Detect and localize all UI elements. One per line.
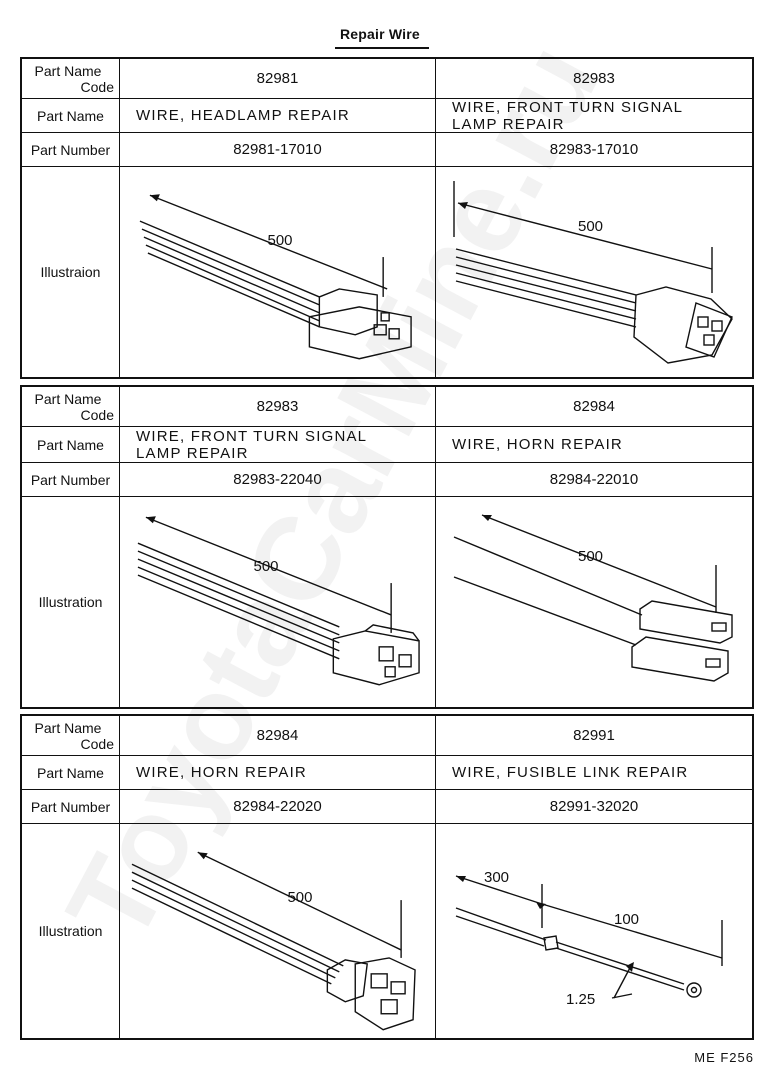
label-illustration: Illustraion	[22, 167, 120, 377]
part-name-left: WIRE, HEADLAMP REPAIR	[120, 99, 436, 132]
illustration-left: 500	[120, 497, 436, 707]
part-number-right: 82983-17010	[549, 141, 639, 158]
row-part-name: Part Name WIRE, HEADLAMP REPAIR WIRE, FR…	[22, 99, 752, 133]
label-part-number: Part Number	[22, 790, 120, 823]
part-name-left: WIRE, HORN REPAIR	[120, 756, 436, 789]
illustration-left: 500	[120, 167, 436, 377]
row-illustration: Illustration 500	[22, 824, 752, 1038]
code-right: 82991	[573, 727, 615, 744]
page-title: Repair Wire	[340, 26, 420, 42]
label-part-number: Part Number	[22, 133, 120, 166]
dimension-label: 500	[268, 232, 293, 249]
row-illustration: Illustration 500	[22, 497, 752, 707]
illustration-right: 500	[436, 497, 752, 707]
label-illustration: Illustration	[22, 497, 120, 707]
dimension-label: 500	[287, 889, 312, 906]
code-left: 82981	[120, 59, 436, 98]
turn-signal-wire-drawing: 500	[453, 181, 733, 364]
illustration-right: 300 100 1.25	[436, 824, 752, 1038]
horn-wire-drawing: 500	[131, 851, 416, 1031]
label-part-number: Part Number	[22, 463, 120, 496]
code-right: 82983	[573, 70, 615, 87]
row-part-number: Part Number 82981-17010 82983-17010	[22, 133, 752, 167]
code-right: 82984	[573, 398, 615, 415]
turn-signal-wire-drawing: 500	[137, 516, 420, 686]
horn-wire-drawing: 500	[453, 514, 733, 682]
illustration-left: 500	[120, 824, 436, 1038]
row-part-number: Part Number 82983-22040 82984-22010	[22, 463, 752, 497]
part-number-left: 82984-22020	[120, 790, 436, 823]
dimension-label: 500	[578, 548, 603, 565]
code-left: 82983	[120, 387, 436, 426]
title-underline	[335, 47, 429, 49]
part-number-left: 82981-17010	[120, 133, 436, 166]
part-name-right: WIRE, FUSIBLE LINK REPAIR	[452, 764, 689, 781]
part-number-right: 82991-32020	[549, 798, 639, 815]
fusible-link-wire-drawing: 300 100 1.25	[455, 869, 723, 1008]
row-illustration: Illustraion 500	[22, 167, 752, 377]
row-part-name: Part Name WIRE, HORN REPAIR WIRE, FUSIBL…	[22, 756, 752, 790]
dimension-label: 300	[484, 869, 509, 886]
code-left: 82984	[120, 716, 436, 755]
part-number-right: 82984-22010	[549, 471, 639, 488]
illustration-right: 500	[436, 167, 752, 377]
label-part-name: Part Name	[22, 756, 120, 789]
dimension-label: 500	[254, 558, 279, 575]
dimension-label: 1.25	[566, 991, 595, 1008]
page-code: ME F256	[694, 1050, 754, 1065]
label-part-name: Part Name	[22, 99, 120, 132]
headlamp-wire-drawing: 500	[139, 194, 412, 360]
label-illustration: Illustration	[22, 824, 120, 1038]
row-part-number: Part Number 82984-22020 82991-32020	[22, 790, 752, 824]
dimension-label: 500	[578, 218, 603, 235]
part-name-right: WIRE, HORN REPAIR	[452, 436, 623, 453]
label-part-name: Part Name	[22, 427, 120, 462]
part-number-left: 82983-22040	[120, 463, 436, 496]
dimension-label: 100	[614, 911, 639, 928]
